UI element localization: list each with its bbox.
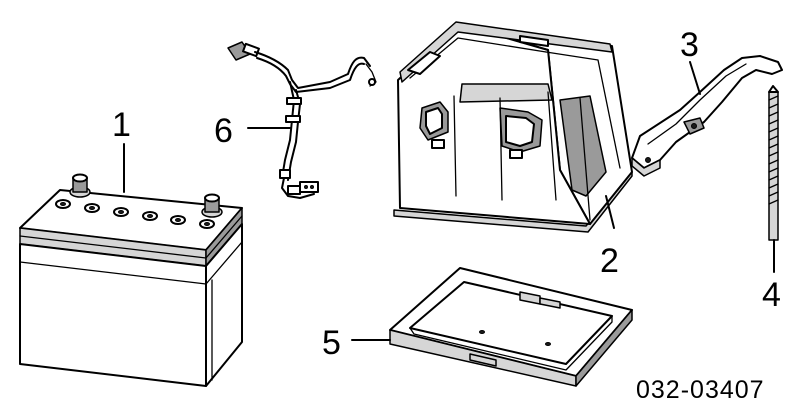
callout-4: 4	[762, 276, 781, 314]
battery-case-side	[205, 223, 243, 387]
battery-vent-caps	[55, 199, 215, 229]
battery-box	[393, 21, 633, 233]
hold-down-bolt	[768, 85, 779, 273]
battery-cable	[227, 41, 377, 199]
callout-1: 1	[112, 106, 131, 144]
hold-down-bracket	[631, 55, 783, 177]
box-front-slots	[419, 101, 543, 159]
callout-5: 5	[322, 324, 341, 362]
box-inner-shadow	[559, 95, 607, 197]
battery-terminal-negative	[69, 173, 91, 198]
battery-terminal-positive	[201, 193, 223, 218]
box-base-lip	[393, 171, 633, 233]
callout-3: 3	[680, 26, 699, 64]
cable-connector-bottom	[299, 181, 319, 193]
tray-right-side	[575, 309, 633, 387]
bracket-body	[631, 55, 783, 169]
battery-tray	[351, 267, 633, 387]
box-top-rim	[399, 21, 613, 83]
callout-2: 2	[600, 242, 619, 280]
illustration-part-number: 032-03407	[636, 376, 765, 404]
callout-6: 6	[214, 112, 233, 150]
battery	[19, 173, 243, 387]
